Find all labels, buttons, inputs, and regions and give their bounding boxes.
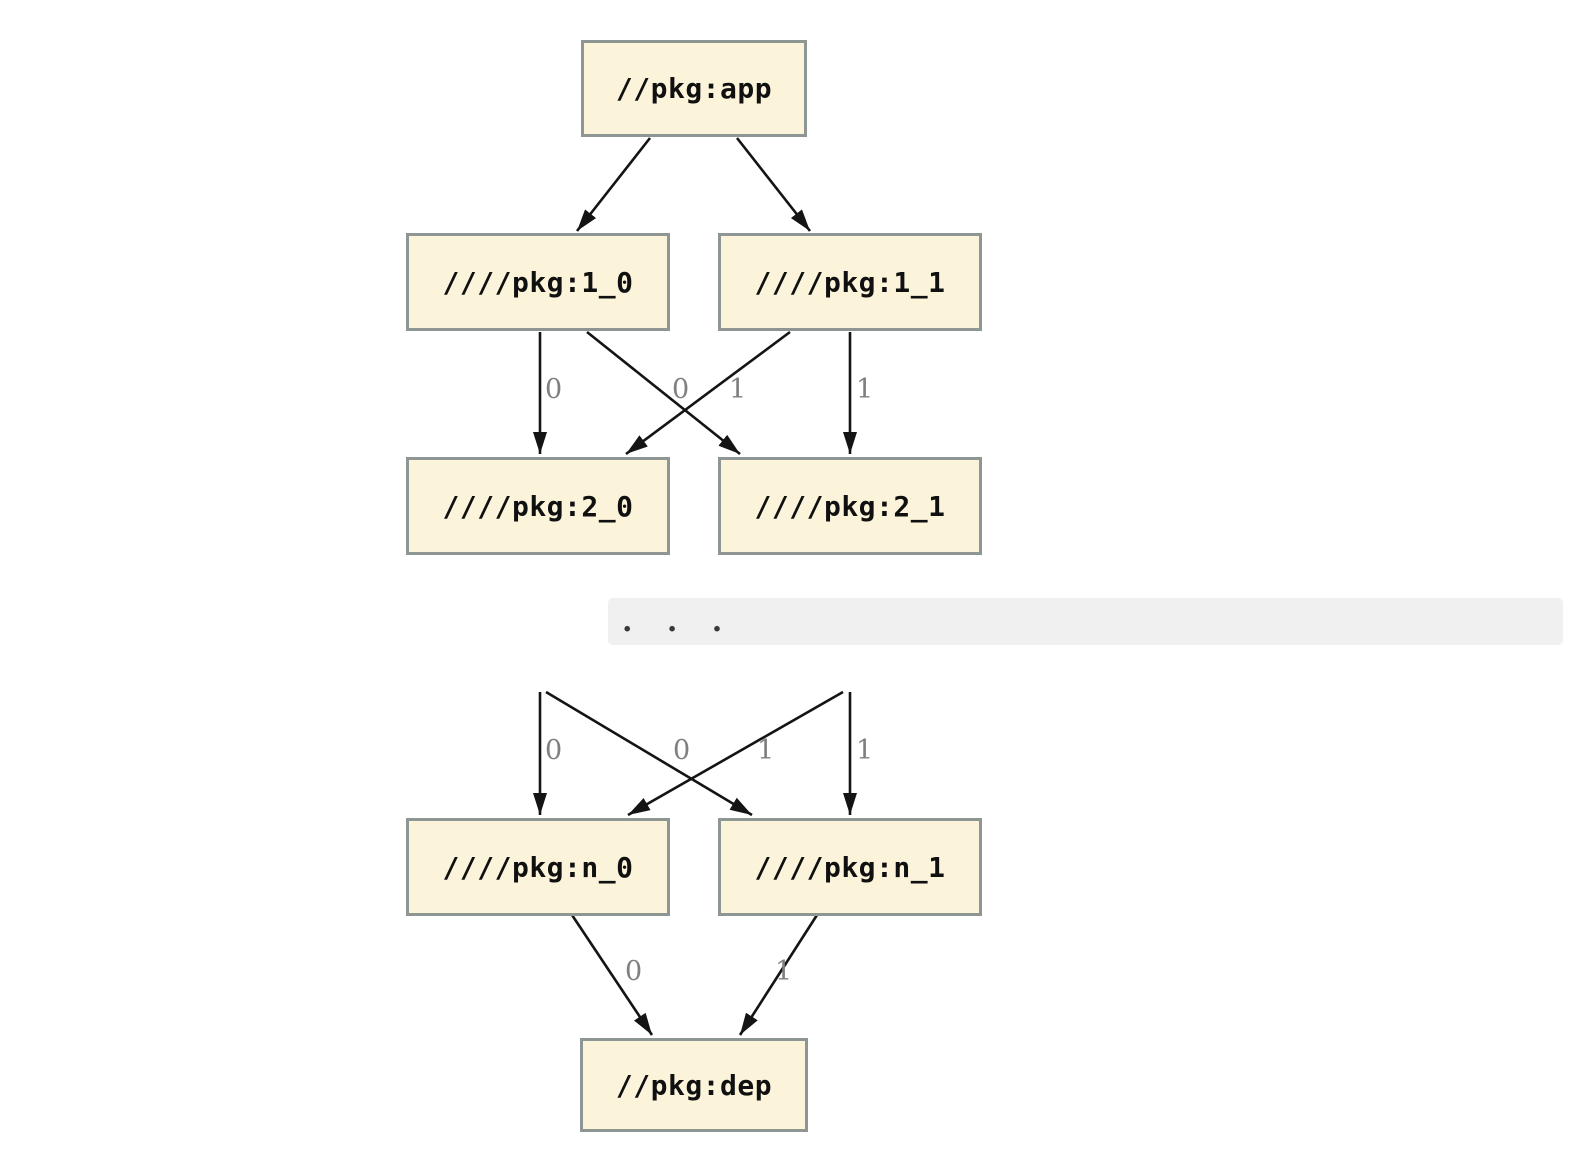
node-dep: //pkg:dep [580, 1038, 808, 1132]
edge-label-elided-right-to-n_1: 1 [856, 735, 874, 766]
node-1_1: ////pkg:1_1 [718, 233, 982, 331]
node-2_0: ////pkg:2_0 [406, 457, 670, 555]
edge-label-1_0-to-2_0: 0 [545, 374, 563, 405]
edge-label-elided-left-to-n_0: 0 [545, 735, 563, 766]
edge-app-to-1_1 [735, 137, 812, 232]
ellipsis-text: . . . [622, 604, 735, 639]
edge-label-n_1-to-dep: 1 [775, 956, 793, 987]
node-n_0: ////pkg:n_0 [406, 818, 670, 916]
edge-label-elided-right-to-n_0: 0 [673, 735, 691, 766]
node-n_1: ////pkg:n_1 [718, 818, 982, 916]
node-2_1: ////pkg:2_1 [718, 457, 982, 555]
ellipsis-band: . . . [608, 598, 1563, 645]
edge-app-to-1_0 [575, 137, 652, 232]
edge-elided-right-to-n_0 [627, 690, 844, 817]
node-1_0: ////pkg:1_0 [406, 233, 670, 331]
edge-elided-left-to-n_1 [545, 690, 753, 817]
edge-label-1_1-to-2_0: 0 [672, 374, 690, 405]
edge-label-n_0-to-dep: 0 [625, 956, 643, 987]
edge-label-1_0-to-2_1: 1 [729, 374, 747, 405]
node-app: //pkg:app [581, 40, 807, 137]
edge-1_1-to-2_0 [625, 330, 791, 456]
edge-label-1_1-to-2_1: 1 [856, 374, 874, 405]
edge-1_0-to-2_1 [586, 330, 741, 456]
edge-label-elided-left-to-n_1: 1 [757, 735, 775, 766]
